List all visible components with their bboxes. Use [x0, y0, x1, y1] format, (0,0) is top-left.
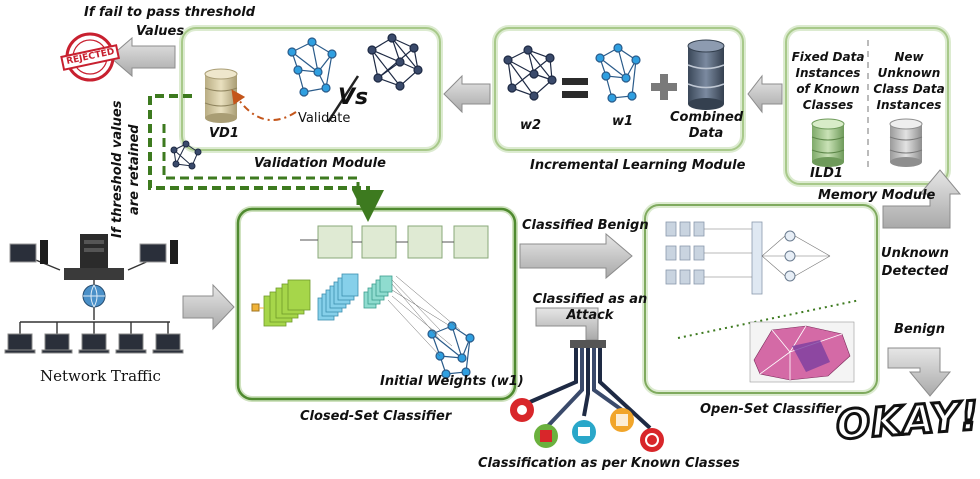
network-traffic-label: Network Traffic: [40, 367, 161, 385]
w2-label: w2: [520, 118, 542, 133]
network-graph-icon-validation-w1: [287, 37, 337, 97]
unknown-detected-label-2: Detected: [881, 264, 949, 279]
new-unknown-label-4: Instances: [876, 98, 942, 112]
laptop-icon: [44, 333, 70, 351]
initial-weights-label: Initial Weights (w1): [380, 374, 524, 389]
combined-data-label-2: Data: [688, 126, 724, 141]
ensemble-learners-illustration: [665, 221, 831, 295]
network-graph-icon-incremental-w2: [503, 45, 557, 101]
arrow-reject: [109, 36, 176, 78]
combined-data-label: Combined: [670, 110, 744, 125]
fail-threshold-label-2: Values: [136, 24, 185, 39]
fixed-data-label-1: Fixed Data: [791, 50, 865, 64]
network-graph-icon-closed: [427, 321, 475, 379]
validate-label: Validate: [298, 111, 351, 126]
closed-set-classifier-title: Closed-Set Classifier: [300, 409, 452, 424]
computer-icon-left: [9, 240, 48, 264]
fail-threshold-label: If fail to pass threshold: [84, 5, 256, 20]
equals-icon: [562, 78, 588, 98]
voronoi-plot-illustration: [749, 321, 855, 383]
ild1-label: ILD1: [810, 166, 843, 181]
validation-module-box: [179, 25, 443, 153]
rejected-stamp-icon: [60, 32, 121, 82]
threshold-retained-path: [148, 94, 384, 222]
network-traffic-illustration: [4, 234, 184, 354]
validate-arrow: [231, 89, 297, 121]
incremental-module-box: [492, 25, 746, 153]
classification-known-label: Classification as per Known Classes: [478, 456, 740, 471]
open-set-classifier-title: Open-Set Classifier: [700, 402, 841, 417]
new-unknown-label-2: Unknown: [877, 66, 941, 80]
w1-label: w1: [612, 114, 634, 129]
new-unknown-label-3: Class Data: [873, 82, 945, 96]
cnn-architecture-illustration: [251, 225, 489, 357]
classified-attack-label-1: Classified as an: [532, 292, 648, 307]
fixed-data-label-4: Classes: [802, 98, 854, 112]
open-set-divider: [677, 299, 861, 339]
laptop-icon: [155, 333, 181, 351]
laptop-icon: [7, 333, 33, 351]
attack-class-icon-2: [534, 424, 558, 448]
vs-slash: [326, 75, 360, 123]
vs-label: Vs: [338, 85, 369, 110]
fixed-data-label-3: of Known: [796, 82, 860, 96]
attack-class-icon-3: [572, 420, 596, 444]
network-graph-icon-incremental-w1: [595, 43, 641, 103]
database-icon-combined: [687, 39, 725, 110]
memory-module-title: Memory Module: [818, 188, 936, 203]
network-graph-icon-small: [170, 140, 202, 170]
new-unknown-label-1: New: [894, 50, 924, 64]
attack-class-icon-5: [640, 428, 664, 452]
vd1-label: VD1: [209, 126, 239, 141]
unknown-detected-label-1: Unknown: [881, 246, 949, 261]
attack-class-icon-4: [610, 408, 634, 432]
classified-attack-label-2: Attack: [566, 308, 614, 323]
computer-icon-right: [139, 240, 178, 264]
benign-label: Benign: [894, 322, 945, 337]
arrow-incremental-to-validation: [443, 74, 491, 114]
attack-class-icon-1: [510, 398, 534, 422]
database-icon-new-unknown: [889, 118, 923, 167]
switch-icon: [64, 268, 124, 280]
attack-branch-lines: [529, 340, 652, 430]
fixed-data-label-2: Instances: [795, 66, 861, 80]
arrow-benign-to-open: [519, 232, 633, 280]
validation-module-title: Validation Module: [254, 156, 386, 171]
globe-icon: [82, 284, 106, 308]
arrow-memory-to-incremental: [747, 74, 783, 114]
threshold-retained-label-2: are retained: [127, 124, 142, 215]
laptop-icon: [118, 333, 144, 351]
network-graph-icon-validation-w2: [367, 33, 423, 91]
server-icon: [80, 234, 108, 268]
arrow-traffic-to-closed: [182, 283, 235, 331]
arrow-unknown-up: [882, 169, 962, 229]
database-icon-vd1: [204, 68, 238, 123]
laptop-icon: [81, 333, 107, 351]
arrow-benign-down: [887, 347, 952, 397]
incremental-module-title: Incremental Learning Module: [530, 158, 746, 173]
threshold-retained-label: If threshold values: [110, 100, 125, 238]
plus-icon: [651, 74, 677, 100]
database-icon-ild1: [811, 118, 845, 167]
classified-benign-label: Classified Benign: [522, 218, 649, 233]
